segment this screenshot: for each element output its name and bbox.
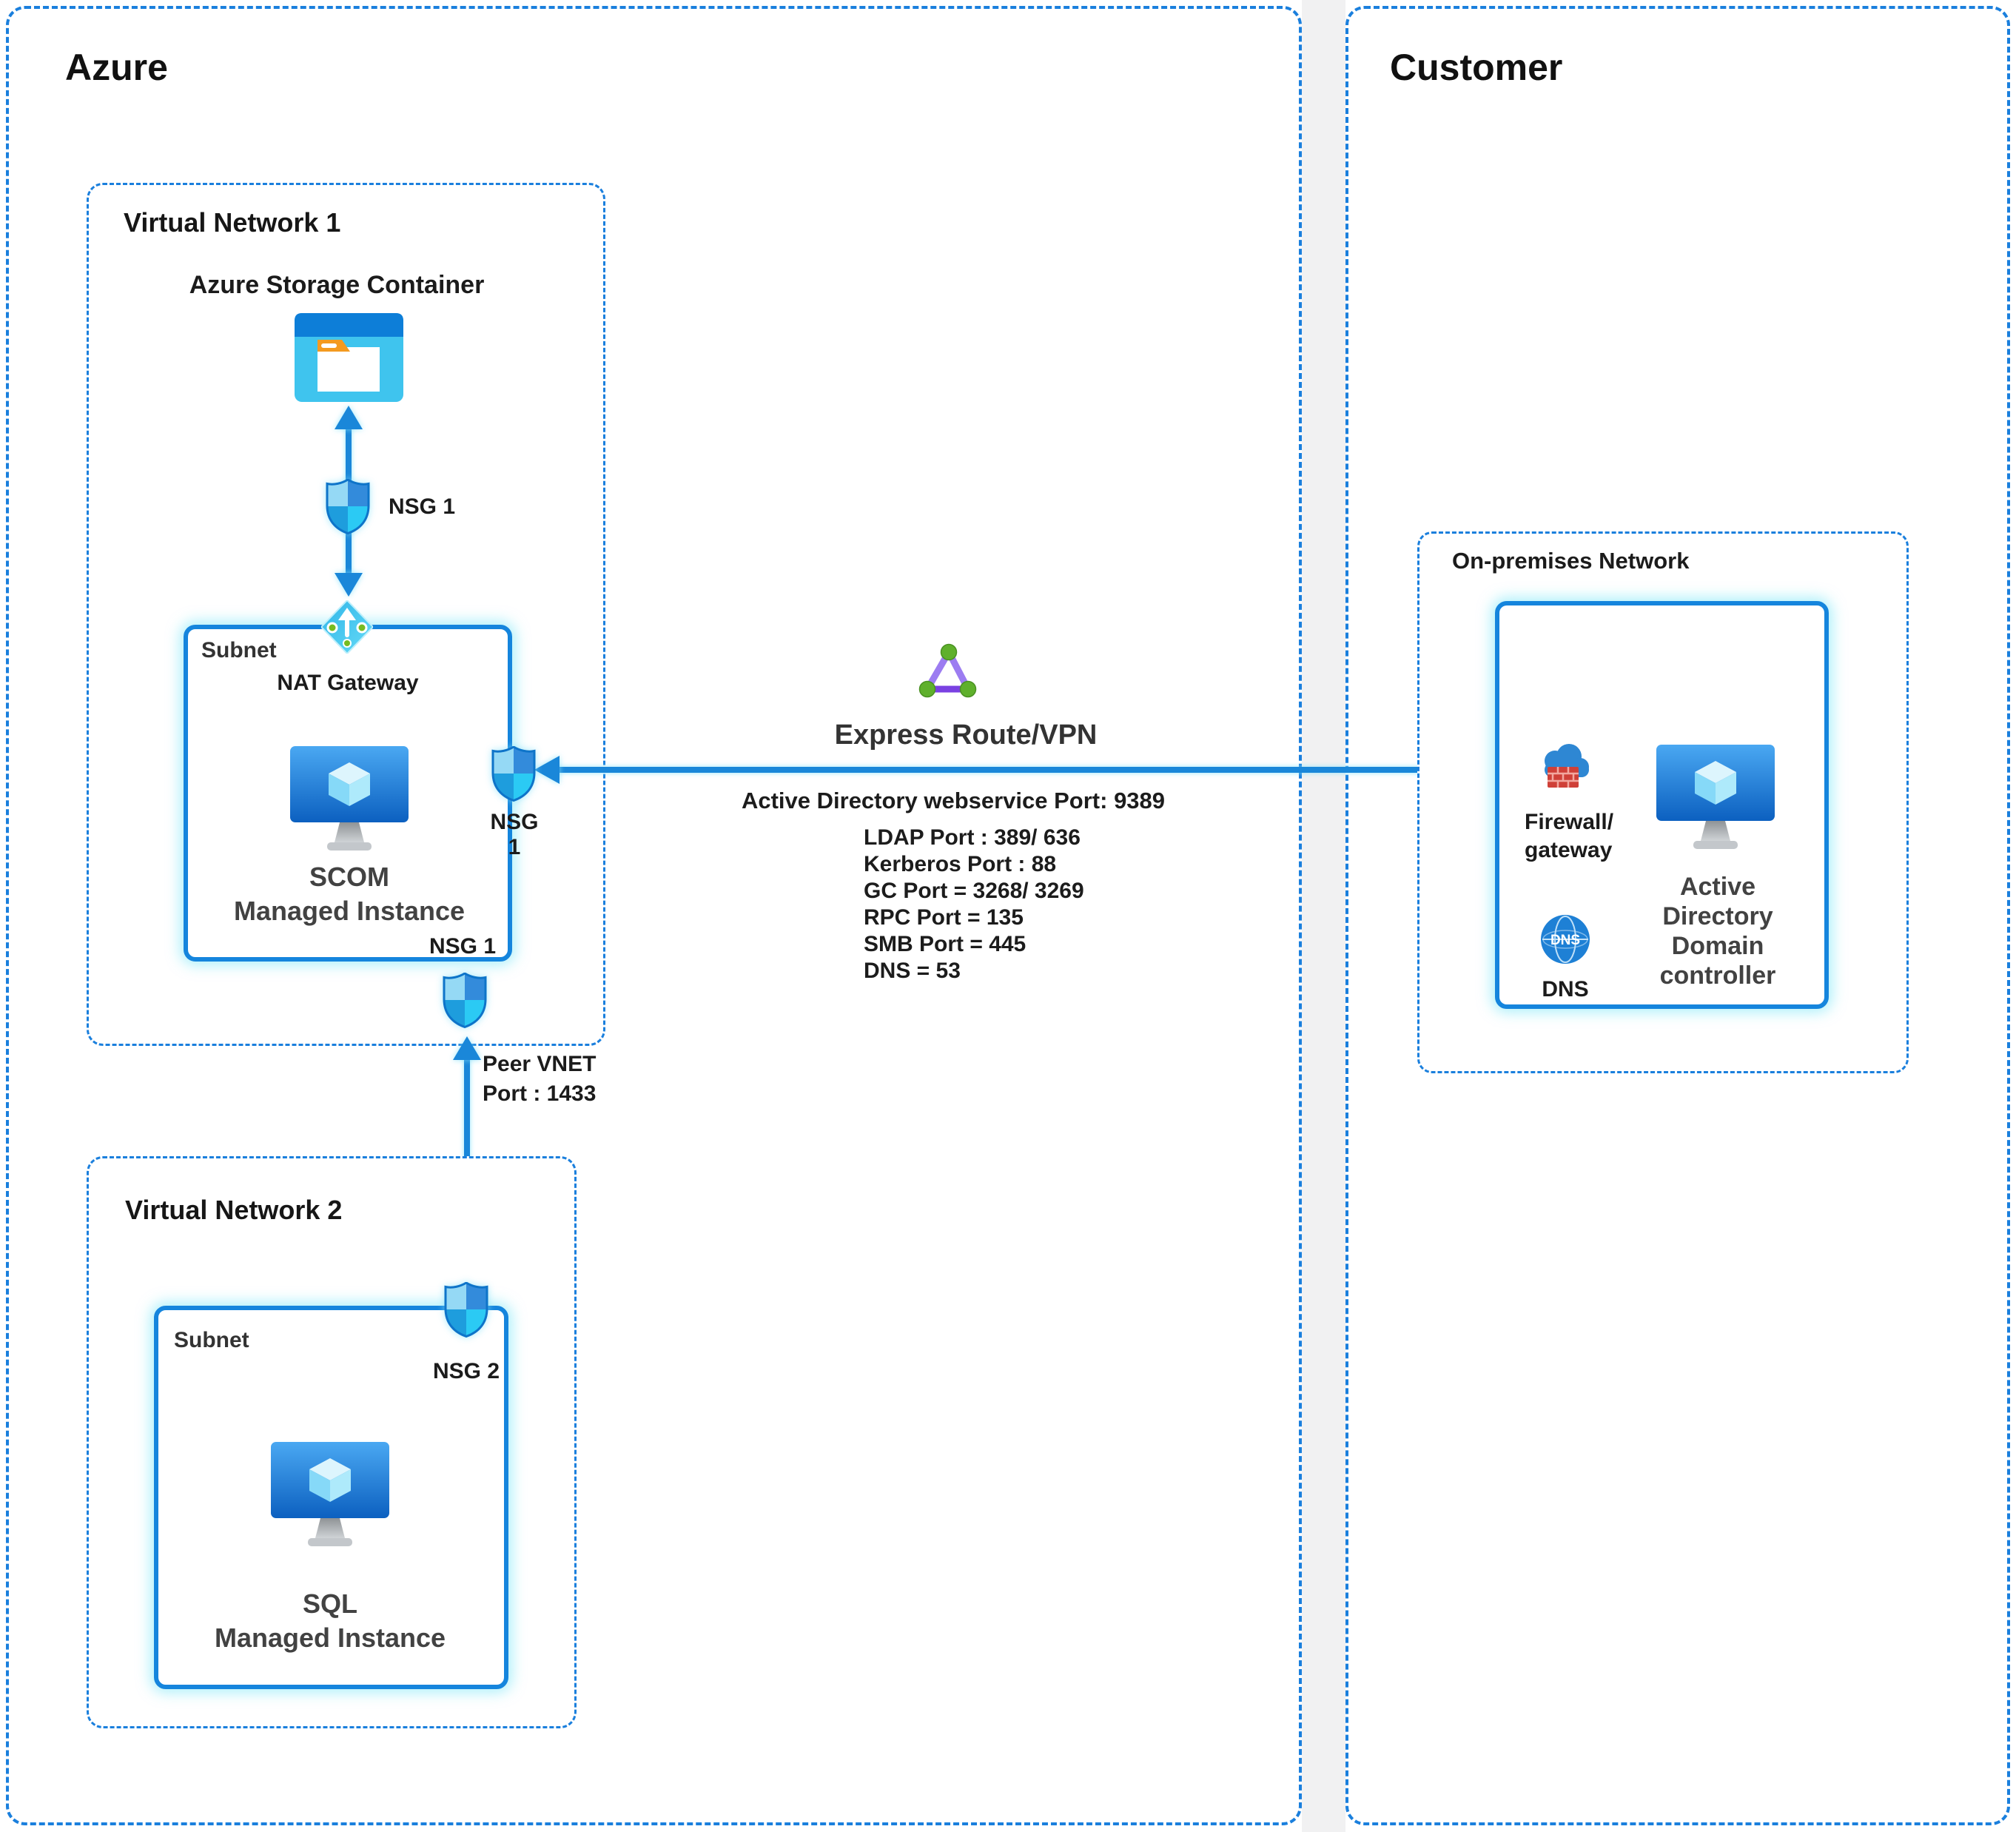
storage-container-label: Azure Storage Container bbox=[189, 271, 485, 299]
peer-vnet-label-line2: Port : 1433 bbox=[483, 1081, 597, 1106]
storage-container-icon bbox=[295, 313, 403, 402]
express-arrowhead-left-icon bbox=[534, 756, 560, 784]
sql-label-line1: SQL bbox=[302, 1588, 357, 1619]
nat-gateway-label: NAT Gateway bbox=[277, 671, 419, 695]
nsg2-label: NSG 2 bbox=[432, 1359, 500, 1383]
scom-label: SCOM Managed Instance bbox=[216, 860, 483, 928]
peer-vnet-label-line1: Peer VNET bbox=[483, 1052, 597, 1076]
onprem-network-title: On-premises Network bbox=[1452, 548, 1690, 574]
sql-label-line2: Managed Instance bbox=[214, 1623, 446, 1653]
vnet2-title: Virtual Network 2 bbox=[125, 1195, 343, 1225]
port-item: DNS = 53 bbox=[864, 959, 961, 983]
scom-monitor-icon bbox=[290, 746, 409, 856]
dns-label: DNS bbox=[1542, 977, 1589, 1001]
port-item: SMB Port = 445 bbox=[864, 932, 1027, 956]
firewall-label-line2: gateway bbox=[1525, 838, 1613, 862]
nsg1-top-label: NSG 1 bbox=[389, 494, 456, 519]
dns-badge-text: DNS bbox=[1550, 933, 1580, 948]
dns-globe-icon: DNS bbox=[1541, 915, 1590, 964]
nsg1-right-label: NSG 1 bbox=[490, 810, 539, 859]
customer-zone-title: Customer bbox=[1390, 47, 1563, 88]
port-item: RPC Port = 135 bbox=[864, 905, 1024, 930]
sql-label: SQL Managed Instance bbox=[197, 1587, 463, 1655]
port-item: GC Port = 3268/ 3269 bbox=[864, 879, 1084, 903]
firewall-gateway-icon bbox=[1545, 744, 1589, 788]
peer-vnet-label: Peer VNET Port : 1433 bbox=[483, 1050, 596, 1109]
vnet2-subnet-label: Subnet bbox=[174, 1328, 249, 1352]
port-item: Kerberos Port : 88 bbox=[864, 852, 1057, 876]
peer-arrowhead-up-icon bbox=[453, 1036, 481, 1060]
vnet1-title: Virtual Network 1 bbox=[124, 207, 341, 238]
scom-label-line2: Managed Instance bbox=[233, 896, 466, 926]
nat-gateway-icon bbox=[321, 600, 373, 654]
express-route-arrow-line bbox=[544, 767, 1639, 773]
azure-zone-title: Azure bbox=[65, 47, 168, 88]
ad-monitor-icon bbox=[1656, 745, 1775, 854]
nsg1-top-shield-icon bbox=[326, 479, 370, 534]
ports-list: LDAP Port : 389/ 636 Kerberos Port : 88 … bbox=[864, 825, 1084, 984]
port-item: LDAP Port : 389/ 636 bbox=[864, 825, 1081, 850]
vnet1-subnet-label: Subnet bbox=[201, 638, 277, 662]
nsg1-bottom-label: NSG 1 bbox=[429, 934, 496, 959]
sql-monitor-icon bbox=[271, 1442, 389, 1551]
nsg2-shield-icon bbox=[444, 1282, 488, 1338]
ad-webservice-port-label: Active Directory webservice Port: 9389 bbox=[741, 788, 1166, 813]
zone-divider bbox=[1302, 0, 1345, 1832]
express-route-icon bbox=[918, 643, 977, 698]
firewall-gateway-label: Firewall/ gateway bbox=[1525, 808, 1613, 865]
nsg1-right-shield-icon bbox=[491, 746, 536, 802]
scom-label-line1: SCOM bbox=[309, 862, 389, 892]
express-route-title: Express Route/VPN bbox=[834, 719, 1098, 751]
storage-arrowhead-up-icon bbox=[335, 406, 363, 429]
nsg1-bottom-shield-icon bbox=[443, 973, 487, 1028]
ad-domain-controller-label: Active Directory Domain controller bbox=[1659, 873, 1776, 990]
firewall-label-line1: Firewall/ bbox=[1525, 810, 1614, 834]
nat-arrowhead-down-icon bbox=[335, 573, 363, 597]
